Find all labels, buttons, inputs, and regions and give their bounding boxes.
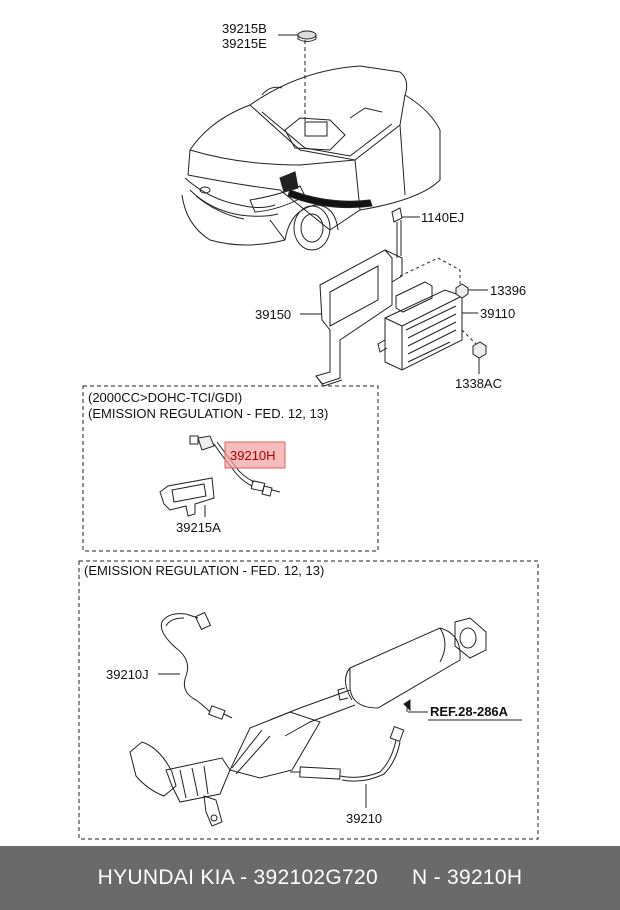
- footer-bar: HYUNDAI KIA - 392102G720 N - 39210H: [0, 846, 620, 910]
- box1-header-line2: (EMISSION REGULATION - FED. 12, 13): [88, 406, 328, 421]
- bolt-1140ej: [391, 207, 403, 258]
- label-1140ej: 1140EJ: [421, 210, 464, 225]
- bolt-1338ac: [472, 341, 487, 359]
- location-arrow: [287, 189, 373, 209]
- sensor-39210j: [160, 611, 233, 720]
- label-39150: 39150: [255, 307, 291, 322]
- footer-part: N - 39210H: [411, 866, 523, 889]
- label-39210: 39210: [346, 811, 382, 826]
- box2-header: (EMISSION REGULATION - FED. 12, 13): [84, 563, 324, 578]
- box-emission: [78, 560, 539, 840]
- nut-13396: [455, 283, 469, 299]
- reference-label: REF.28-286A: [430, 704, 509, 719]
- parts-diagram: 39215B 39215E 1140EJ 39150 13396 39110 1…: [78, 21, 539, 840]
- label-39215e: 39215E: [222, 36, 267, 51]
- car-illustration: [181, 40, 441, 251]
- ecu-39110: [377, 281, 463, 371]
- label-1338ac: 1338AC: [455, 376, 502, 391]
- highlight-39210h: [224, 441, 286, 469]
- footer-brand: HYUNDAI KIA - 392102G720: [97, 866, 378, 889]
- box1-header-line1: (2000CC>DOHC-TCI/GDI): [88, 390, 242, 405]
- label-13396: 13396: [490, 283, 526, 298]
- label-39215a: 39215A: [176, 520, 221, 535]
- bracket-39215a: [159, 477, 215, 517]
- exhaust-assembly: [129, 617, 487, 827]
- label-39210h: 39210H: [230, 448, 276, 463]
- grommet-clip: [297, 30, 317, 42]
- label-39215b: 39215B: [222, 21, 267, 36]
- box-2000cc: [82, 385, 379, 552]
- ref-arrow: [403, 699, 428, 713]
- label-39110: 39110: [480, 306, 515, 321]
- sensor-39210: [290, 726, 405, 782]
- bracket-39150: [315, 249, 403, 387]
- label-39210j: 39210J: [106, 667, 149, 682]
